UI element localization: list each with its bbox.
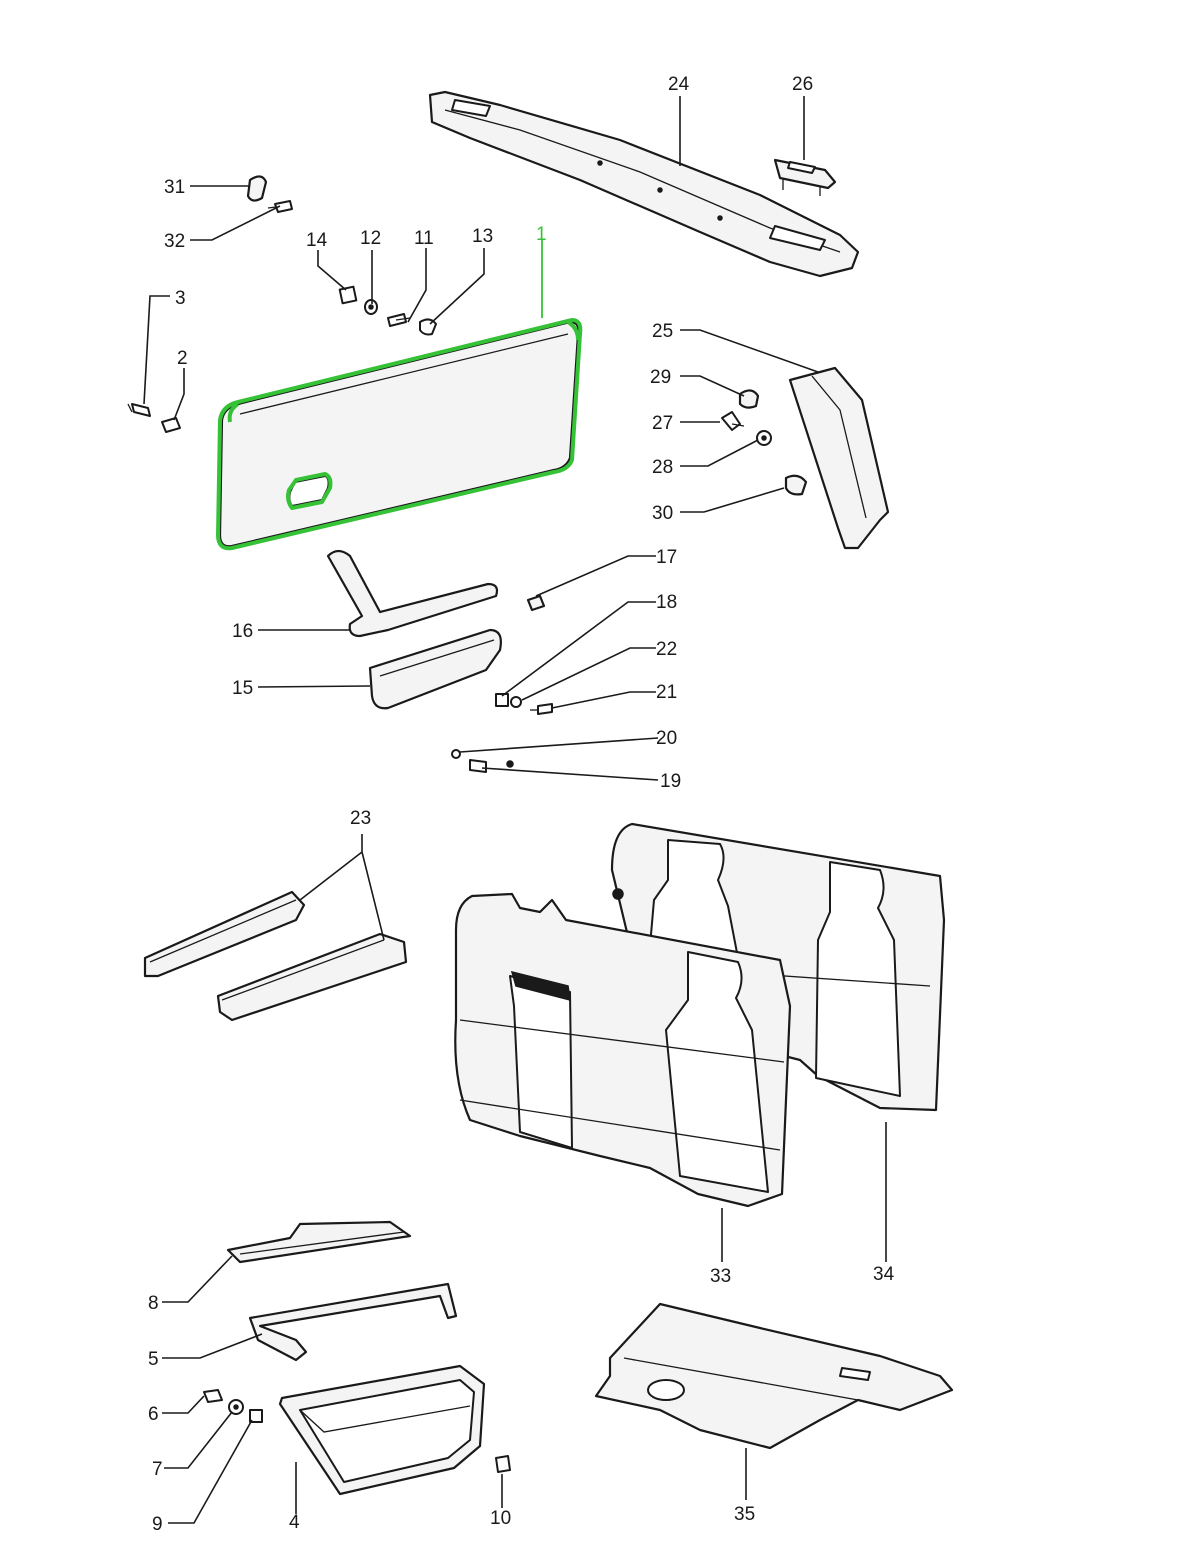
- callout-13: 13: [472, 226, 493, 247]
- part-30-nut: [784, 474, 808, 496]
- part-8-tray: [226, 1220, 412, 1264]
- callout-8: 8: [148, 1293, 159, 1314]
- part-26-clip: [773, 158, 837, 196]
- part-25-pillar-trim: [788, 366, 890, 550]
- callout-26: 26: [792, 74, 813, 95]
- callout-labels: 1 2 3 4 5 6 7 8 9 10 11 12 13 14 15 16 1…: [148, 74, 895, 1535]
- callout-12: 12: [360, 228, 381, 249]
- callout-25: 25: [652, 321, 673, 342]
- callout-4: 4: [289, 1512, 300, 1533]
- part-29-cap: [738, 389, 760, 409]
- part-6-screw: [203, 1389, 223, 1403]
- leader-lines: [143, 96, 887, 1524]
- part-20-washer: [451, 749, 461, 759]
- callout-15: 15: [232, 678, 253, 699]
- callout-20: 20: [656, 728, 677, 749]
- callout-35: 35: [734, 1504, 755, 1525]
- callout-3: 3: [175, 288, 186, 309]
- part-16-armrest-pull: [326, 549, 499, 638]
- callout-14: 14: [306, 230, 328, 251]
- part-9-nut: [249, 1409, 263, 1423]
- callout-17: 17: [656, 547, 677, 568]
- callout-1: 1: [536, 224, 547, 245]
- part-23-sill-strip: [143, 890, 408, 1022]
- part-4-storage-box: [278, 1364, 486, 1496]
- part-33-seat-back-left: [454, 892, 792, 1208]
- callout-34: 34: [873, 1264, 895, 1285]
- part-1-door-panel: [216, 318, 583, 551]
- callout-7: 7: [152, 1459, 163, 1480]
- part-21-screw: [530, 703, 553, 715]
- callout-19: 19: [660, 771, 681, 792]
- callout-6: 6: [148, 1404, 159, 1425]
- callout-33: 33: [710, 1266, 731, 1287]
- callout-31: 31: [164, 177, 185, 198]
- callout-16: 16: [232, 621, 253, 642]
- callout-23: 23: [350, 808, 371, 829]
- callout-9: 9: [152, 1514, 163, 1535]
- part-18-nut: [495, 693, 509, 707]
- part-15-armrest: [368, 628, 502, 710]
- callout-22: 22: [656, 639, 677, 660]
- callout-21: 21: [656, 682, 677, 703]
- callout-30: 30: [652, 503, 673, 524]
- part-11-screw: [387, 313, 411, 327]
- callout-24: 24: [668, 74, 690, 95]
- part-7-washer: [228, 1399, 244, 1415]
- part-5-frame: [248, 1282, 458, 1362]
- part-12-washer: [364, 299, 378, 315]
- part-28-washer: [756, 430, 772, 446]
- callout-27: 27: [652, 413, 673, 434]
- callout-10: 10: [490, 1508, 511, 1529]
- part-19-bolt: [469, 759, 514, 773]
- callout-11: 11: [414, 228, 434, 249]
- part-24-roof-beam: [428, 90, 860, 278]
- part-22-washer: [510, 696, 522, 708]
- part-17-clip: [526, 594, 546, 612]
- callout-28: 28: [652, 457, 673, 478]
- part-27-clip: [721, 411, 745, 431]
- part-14-nut: [338, 285, 358, 305]
- callout-5: 5: [148, 1349, 159, 1370]
- part-3-pin: [127, 403, 151, 417]
- part-32-screw: [267, 200, 293, 213]
- part-31-cap: [246, 175, 268, 202]
- callout-18: 18: [656, 592, 677, 613]
- callout-29: 29: [650, 367, 671, 388]
- part-10-clip: [495, 1455, 511, 1473]
- callout-32: 32: [164, 231, 185, 252]
- part-35-shelf-panel: [594, 1302, 954, 1450]
- callout-2: 2: [177, 348, 188, 369]
- part-2-plug: [161, 417, 181, 433]
